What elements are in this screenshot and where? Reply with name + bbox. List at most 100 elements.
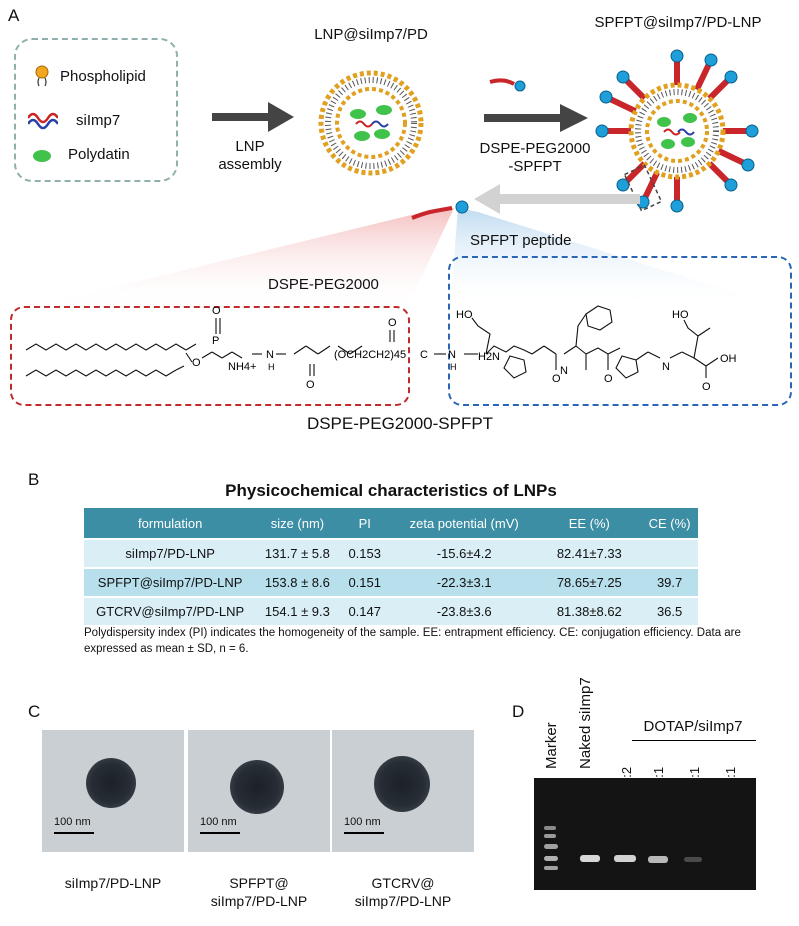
caption-1: siImp7/PD-LNP: [42, 874, 184, 892]
cell-ce: 39.7: [641, 567, 698, 597]
cell-zeta: -23.8±3.6: [390, 596, 538, 625]
struct-h2n: H2N: [478, 351, 500, 363]
table-row: SPFPT@siImp7/PD-LNP 153.8 ± 8.6 0.151 -2…: [84, 567, 698, 597]
nanoparticle: [230, 760, 284, 814]
tem-image-2: 100 nm: [188, 730, 330, 852]
dspe-peg-box: [10, 306, 410, 406]
arrow-lnp-assembly: [212, 102, 294, 132]
dotap-group-line: [632, 740, 756, 741]
struct-h1: H: [268, 362, 275, 372]
struct-h2: H: [450, 362, 457, 372]
spfpt-peptide-box: [448, 256, 792, 406]
header-size: size (nm): [256, 508, 339, 539]
caption-3-line1: GTCRV@: [371, 875, 435, 891]
cell-formulation: GTCRV@siImp7/PD-LNP: [84, 596, 257, 625]
marker-band: [544, 834, 556, 838]
cell-size: 131.7 ± 5.8: [256, 538, 339, 568]
struct-n1: N: [266, 349, 274, 361]
cell-formulation: siImp7/PD-LNP: [84, 538, 257, 568]
struct-o3: O: [306, 379, 315, 391]
cell-ee: 81.38±8.62: [537, 596, 642, 625]
ratio-2-1-band: [684, 857, 702, 862]
nanoparticle: [374, 756, 430, 812]
legend-siimp7: siImp7: [76, 112, 121, 129]
peptide-label: SPFPT peptide: [470, 232, 572, 249]
header-pi: PI: [338, 508, 391, 539]
struct-ho2: HO: [672, 309, 689, 321]
legend-phospholipid: Phospholipid: [60, 68, 146, 85]
lnp1-title: LNP@siImp7/PD: [314, 26, 428, 43]
scale-bar: [200, 832, 240, 834]
caption-2-line2: siImp7/PD-LNP: [210, 893, 308, 909]
tem-image-3: 100 nm: [332, 730, 474, 852]
lane-label-naked: Naked siImp7: [577, 677, 594, 769]
arrow-peg-conjugation: [484, 78, 588, 132]
scale-bar-label: 100 nm: [200, 816, 237, 828]
ratio-1-1-band: [648, 856, 668, 863]
caption-3-line2: siImp7/PD-LNP: [354, 893, 452, 909]
scale-bar: [344, 832, 384, 834]
struct-o4: O: [388, 317, 397, 329]
header-formulation: formulation: [84, 508, 257, 539]
tem-image-1: 100 nm: [42, 730, 184, 852]
cell-ee: 78.65±7.25: [537, 567, 642, 597]
scale-bar-label: 100 nm: [344, 816, 381, 828]
struct-c: C: [420, 349, 428, 361]
table-row: GTCRV@siImp7/PD-LNP 154.1 ± 9.3 0.147 -2…: [84, 596, 698, 625]
panel-a-letter: A: [8, 6, 20, 25]
structure-title: DSPE-PEG2000-SPFPT: [306, 414, 494, 433]
zoom-wedges: [20, 184, 790, 310]
header-ee: EE (%): [537, 508, 642, 539]
cell-size: 154.1 ± 9.3: [256, 596, 339, 625]
characteristics-table: formulation size (nm) PI zeta potential …: [84, 508, 698, 625]
marker-band: [544, 866, 558, 870]
dspe-peg-label: DSPE-PEG2000: [268, 276, 379, 293]
agarose-gel: [534, 778, 756, 890]
struct-ho: HO: [456, 309, 473, 321]
marker-band: [544, 826, 556, 830]
nanoparticle: [86, 758, 136, 808]
lnp-particle: [318, 70, 424, 176]
legend-polydatin: Polydatin: [68, 146, 130, 163]
arrow2-label-line2: -SPFPT: [508, 158, 562, 175]
struct-o6: O: [552, 373, 561, 385]
panel-b-letter: B: [28, 470, 40, 489]
caption-1-line1: siImp7/PD-LNP: [64, 875, 162, 891]
chemical-structure: P O O NH4+ N H O (OCH2CH2)45 O C N H H2N…: [25, 305, 737, 393]
cell-ce: [641, 538, 698, 568]
struct-n4: N: [662, 361, 670, 373]
panel-c-letter: C: [28, 702, 41, 721]
table-row: siImp7/PD-LNP 131.7 ± 5.8 0.153 -15.6±4.…: [84, 538, 698, 568]
polydatin-icon: [33, 150, 51, 162]
marker-band: [544, 844, 558, 849]
spfpt-lnp-particle: [595, 49, 759, 213]
cell-pi: 0.153: [338, 538, 391, 568]
lnp2-title: SPFPT@siImp7/PD-LNP: [594, 14, 762, 31]
scale-bar: [54, 832, 94, 834]
cell-pi: 0.151: [338, 567, 391, 597]
cell-pi: 0.147: [338, 596, 391, 625]
cell-formulation: SPFPT@siImp7/PD-LNP: [84, 567, 257, 597]
caption-2-line1: SPFPT@: [229, 875, 289, 891]
scale-bar-label: 100 nm: [54, 816, 91, 828]
struct-nh4: NH4+: [228, 361, 256, 373]
marker-band: [544, 856, 558, 861]
dotap-group-title: DOTAP/siImp7: [643, 718, 743, 735]
struct-n3: N: [560, 365, 568, 377]
struct-peg: (OCH2CH2)45: [334, 349, 406, 361]
header-zeta: zeta potential (mV): [390, 508, 538, 539]
table-footnote: Polydispersity index (PI) indicates the …: [84, 627, 741, 655]
panel-d-letter: D: [512, 702, 525, 721]
struct-o1: O: [212, 305, 221, 317]
caption-2: SPFPT@ siImp7/PD-LNP: [184, 874, 334, 910]
siimp7-icon: [28, 112, 58, 130]
lane-label-marker: Marker: [543, 722, 560, 769]
struct-o2: O: [192, 357, 201, 369]
struct-o5: O: [702, 381, 711, 393]
struct-p: P: [212, 335, 219, 347]
cell-zeta: -22.3±3.1: [390, 567, 538, 597]
arrow1-label-line2: assembly: [218, 156, 282, 173]
legend-icons: [28, 65, 58, 162]
cell-ee: 82.41±7.33: [537, 538, 642, 568]
struct-oh: OH: [720, 353, 737, 365]
